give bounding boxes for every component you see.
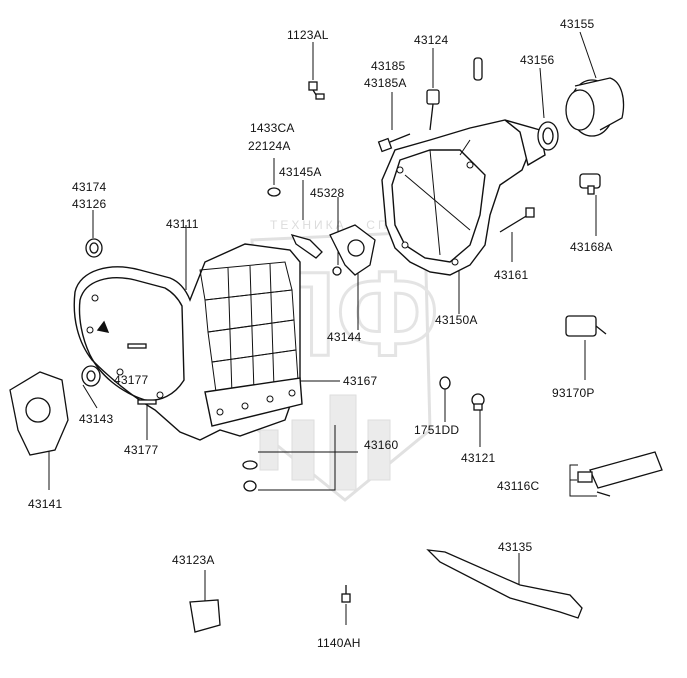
dowel-pin [473,57,483,81]
label-1751DD: 1751DD [414,423,460,437]
switch-93170P [565,315,607,337]
label-43160: 43160 [364,438,399,452]
plug-43168A [579,173,601,195]
front-cover-43141 [9,371,69,456]
label-1140AH: 1140AH [317,636,361,650]
label-43167: 43167 [343,374,378,388]
washer-43160 [242,460,258,492]
bracket-43123A [189,599,221,633]
bolt-43161 [499,207,535,233]
pin-43177-b [137,399,157,405]
bracket-43144 [329,224,376,276]
label-43135: 43135 [498,540,533,554]
plug-1433CA [267,187,281,197]
label-45328: 45328 [310,186,345,200]
label-43111: 43111 [166,217,199,231]
label-43161: 43161 [494,268,529,282]
transmission-case [73,243,303,441]
gasket-43135 [426,549,583,619]
label-43174: 43174 [72,180,107,194]
label-43177-b: 43177 [124,443,159,457]
boot-43155 [565,77,625,137]
label-43123A: 43123A [172,553,215,567]
label-43156: 43156 [520,53,555,67]
bolt-1140AH [341,585,351,603]
label-43143: 43143 [79,412,114,426]
label-43145A: 43145A [279,165,322,179]
sealant-tube-43116C [577,451,663,497]
label-43155: 43155 [560,17,595,31]
label-1123AL: 1123AL [287,28,329,42]
label-43141: 43141 [28,497,63,511]
nut-45328 [332,266,342,276]
plug-43121 [471,393,485,411]
pin-43177-a [127,343,147,349]
seal-43156 [537,121,559,151]
washer-1751DD [439,376,451,390]
label-43185: 43185 [371,59,406,73]
lever-43145A [290,234,323,259]
breather-43124 [426,89,440,131]
extension-housing [381,119,546,276]
label-1433CA: 1433CA [250,121,295,135]
label-43168A: 43168A [570,240,613,254]
seal-43174 [85,238,103,258]
bolt-1123AL [308,81,325,100]
label-43116C: 43116C [497,479,540,493]
label-22124A: 22124A [248,139,291,153]
label-43185A: 43185A [364,76,407,90]
label-43144: 43144 [327,330,362,344]
label-43150A: 43150A [435,313,478,327]
label-43121: 43121 [461,451,496,465]
label-43177-a: 43177 [114,373,149,387]
label-43124: 43124 [414,33,449,47]
label-93170P: 93170P [552,386,595,400]
bolt-43185 [377,133,411,153]
leader-lines [48,31,597,625]
seal-43143 [81,365,101,387]
label-43126: 43126 [72,197,107,211]
